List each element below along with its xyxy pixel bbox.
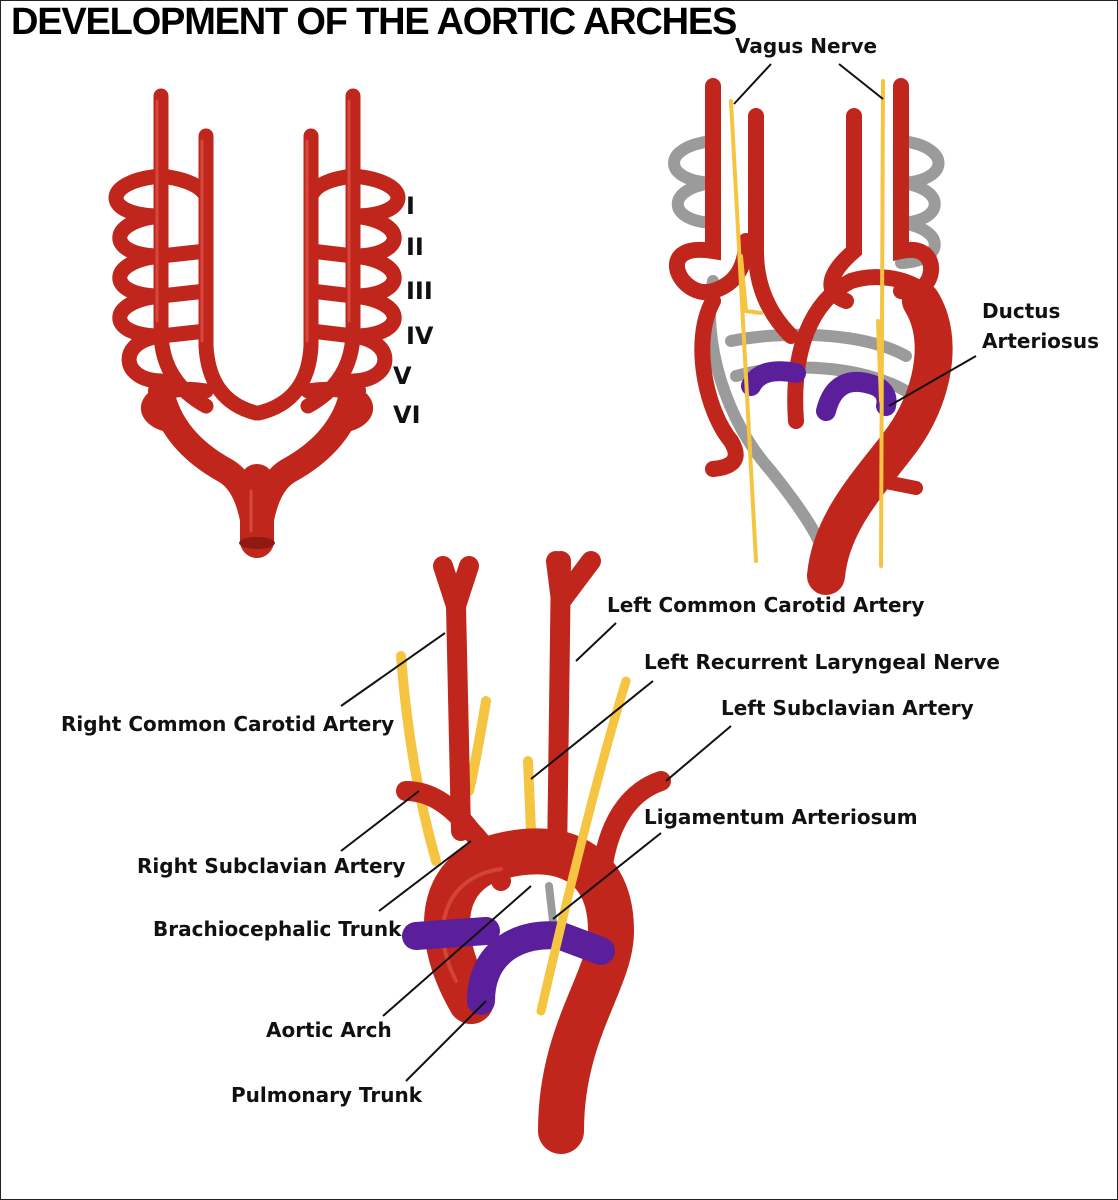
aortic-arch-leader <box>382 885 532 1017</box>
ligamentum-arteriosum-adult <box>545 882 557 925</box>
right-common-carotid-adult <box>446 596 471 841</box>
left-vagus-nerve <box>879 79 885 568</box>
descending-aorta-2 <box>807 282 953 595</box>
embryonic-arches-figure <box>108 88 406 558</box>
brachiocephalic-label: Brachiocephalic Trunk <box>153 917 402 941</box>
right-arch-5 <box>345 328 393 389</box>
left-recurrent-laryngeal-label: Left Recurrent Laryngeal Nerve <box>644 650 1000 674</box>
left-arch-5 <box>121 328 169 389</box>
right-vagus-nerve <box>729 99 758 563</box>
right-common-carotid-label: Right Common Carotid Artery <box>61 712 394 736</box>
ductus-leader <box>888 355 977 407</box>
left-common-carotid-leader <box>575 622 617 662</box>
numeral-v: V <box>393 362 412 390</box>
right-subclavian-leader <box>340 790 420 852</box>
ligamentum-label: Ligamentum Arteriosum <box>644 805 918 829</box>
numeral-iv: IV <box>406 322 434 350</box>
adult-arch-figure <box>396 551 671 1154</box>
right-vagus-adult <box>396 651 441 866</box>
numeral-vi: VI <box>393 401 421 429</box>
transitional-arches-figure <box>668 78 953 595</box>
ductus-label-line1: Ductus <box>982 299 1060 323</box>
left-vagus-adult <box>536 676 631 1016</box>
regressed-loop-left-2 <box>671 177 719 229</box>
right-inner-carotid-2 <box>748 108 799 344</box>
right-carotid-fork <box>433 556 479 639</box>
pulmonary-left-branch <box>816 372 897 421</box>
brachiocephalic-leader <box>378 840 472 912</box>
numeral-ii: II <box>406 233 424 261</box>
subclavian-stub-2 <box>874 474 923 495</box>
right-recurrent-adult <box>464 696 491 796</box>
ductus-label-line2: Arteriosus <box>982 329 1099 353</box>
left-inner-vessel <box>198 128 264 421</box>
regressed-loop-right-3 <box>895 217 941 269</box>
left-subclavian-leader <box>665 725 732 782</box>
left-carotid-fork <box>546 551 601 627</box>
left-recurrent-nerve-2 <box>876 319 883 403</box>
vagus-leader-right <box>733 63 772 105</box>
right-inner-vessel <box>251 128 319 421</box>
arch-numerals: I II III IV V VI <box>393 192 434 429</box>
pulmonary-trunk-adult <box>467 921 575 1015</box>
left-common-carotid-label: Left Common Carotid Artery <box>607 593 924 617</box>
page-title: DEVELOPMENT OF THE AORTIC ARCHES <box>11 1 737 43</box>
left-recurrent-laryngeal-leader <box>530 680 654 780</box>
pulmonary-trunk-leader <box>405 1000 487 1082</box>
pulmonary-right-adult <box>402 917 500 950</box>
numeral-i: I <box>406 192 415 220</box>
truncus-opening <box>239 537 275 549</box>
vagus-nerve-label: Vagus Nerve <box>735 34 877 58</box>
left-subclavian-label: Left Subclavian Artery <box>721 696 974 720</box>
vagus-leader-left <box>838 63 884 100</box>
pulmonary-right-branch <box>741 361 806 396</box>
ligamentum-leader <box>552 832 662 920</box>
right-subclavian-label: Right Subclavian Artery <box>137 854 405 878</box>
numeral-iii: III <box>406 277 433 305</box>
right-common-carotid-leader <box>340 632 446 707</box>
right-arch-remnant <box>694 293 744 477</box>
left-recurrent-adult <box>523 756 536 836</box>
pulmonary-trunk-label: Pulmonary Trunk <box>231 1083 423 1107</box>
regressed-arch-mid <box>725 328 912 362</box>
right-recurrent-nerve-2 <box>739 254 763 315</box>
aortic-arch-label: Aortic Arch <box>266 1018 392 1042</box>
